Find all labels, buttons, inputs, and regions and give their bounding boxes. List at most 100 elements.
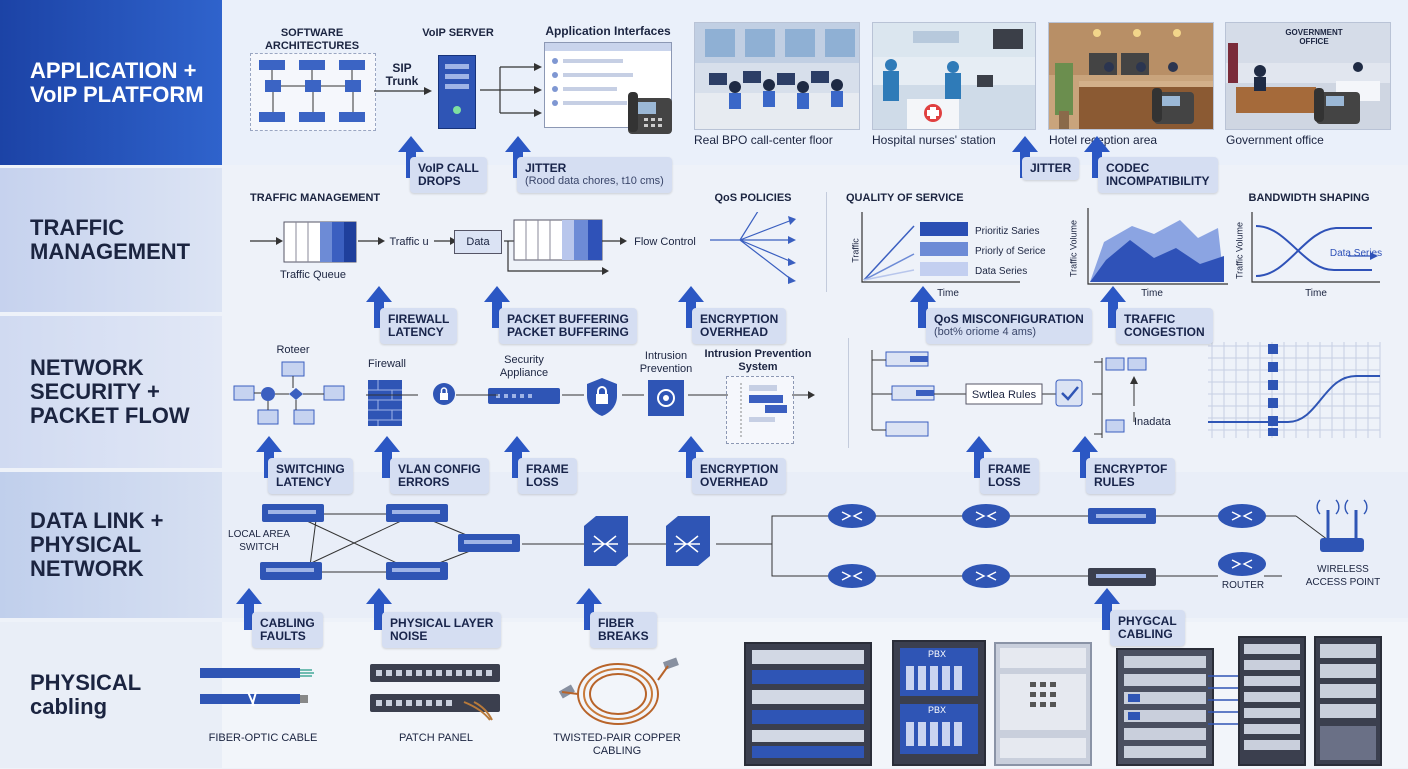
issue-vlan-config-errors: VLAN CONFIG ERRORS: [390, 458, 489, 494]
inadata-label: Inadata: [1134, 416, 1171, 428]
application-interfaces-label: Application Interfaces: [545, 24, 671, 38]
physical-noise-arrow-icon: [366, 588, 392, 630]
server-rack-2: [1238, 636, 1306, 766]
ips-system-panel: [726, 376, 794, 444]
issue-physical-cabling: PHYGCAL CABLING: [1110, 610, 1185, 646]
layer-traffic-label: TRAFFIC MANAGEMENT: [0, 168, 222, 312]
layer-application: APPLICATION + VoIP PLATFORM SOFTWARE ARC…: [0, 0, 1408, 165]
qos-series-2: Priorly of Serice: [975, 246, 1046, 257]
lan-switch-label: LOCAL AREA SWITCH: [228, 529, 290, 553]
qos-misconfig-arrow-icon: [910, 286, 936, 328]
wap-label: WIRELESS ACCESS POINT: [1305, 564, 1381, 588]
data-box: Data: [454, 230, 502, 254]
issue-switching-latency: SWITCHING LATENCY: [268, 458, 353, 494]
flow-control-label: Flow Control: [634, 236, 696, 248]
qos-bar-2: [920, 242, 968, 256]
grid-curve-chart: [1208, 342, 1381, 438]
qos-policies-fan-icon: [710, 212, 796, 284]
issue-jitter-app: JITTER(Rood data chores, t10 cms): [517, 157, 672, 193]
issue-voip-call-drops: VoIP CALL DROPS: [410, 157, 487, 193]
issue-encryptof-rules: ENCRYPTOF RULES: [1086, 458, 1176, 494]
patch-panel-icon: [370, 664, 500, 721]
qos-series-3: Data Series: [975, 266, 1028, 277]
roteer-label: Roteer: [276, 344, 310, 356]
bandwidth-series-label: Data Series: [1329, 248, 1383, 259]
traffic-congestion-arrow-icon: [1100, 286, 1126, 328]
data-box-label: Data: [466, 236, 490, 248]
router-1: [828, 504, 876, 528]
layer-traffic: TRAFFIC MANAGEMENT TRAFFIC MANAGEMENT Tr…: [0, 168, 1408, 312]
codec-arrow-icon: [1084, 136, 1110, 178]
issue-traffic-congestion: TRAFFIC CONGESTION: [1116, 308, 1213, 344]
qos-bar-1: [920, 222, 968, 236]
security-flow-line: [366, 391, 815, 399]
layer-security-body: Roteer Firewall Security Appliance Intru…: [222, 316, 1408, 468]
pbx-label-2: PBX: [927, 705, 946, 715]
layer-security-label: NETWORK SECURITY + PACKET FLOW: [0, 316, 222, 468]
core-switches-diagram: [522, 516, 722, 566]
layer-physical: PHYSICAL cabling FIBER-OPTIC CABLE PATCH…: [0, 622, 1408, 768]
gov-desk-phone-icon: [1312, 86, 1362, 126]
architecture-blocks-icon: [259, 60, 365, 122]
core-switch-1: [584, 516, 628, 566]
issue-jitter-app-title: JITTER: [525, 161, 567, 175]
issue-encryption-overhead-security: ENCRYPTION OVERHEAD: [692, 458, 787, 494]
layer-traffic-title: TRAFFIC MANAGEMENT: [30, 215, 191, 264]
layer-application-body: SOFTWARE ARCHITECTURES SIP Trunk VoIP SE…: [222, 0, 1408, 165]
issue-physical-layer-noise: PHYSICAL LAYER NOISE: [382, 612, 502, 648]
qos-series-1: Prioritiz Saries: [975, 226, 1040, 237]
voip-server-label: VoIP SERVER: [422, 27, 494, 39]
twisted-pair-cable-icon: [558, 657, 679, 725]
issue-qos-sub: (bot% oriome 4 ams): [934, 326, 1037, 338]
switched-rules-diagram: [871, 350, 1147, 438]
photo-hospital-caption: Hospital nurses' station: [872, 133, 996, 147]
photo-government-caption: Government office: [1226, 133, 1324, 147]
router-network-diagram: [716, 499, 1368, 588]
router-topology-icon: [233, 361, 345, 425]
core-switch-2: [666, 516, 710, 566]
router-4: [962, 564, 1010, 588]
server-rack-3: [1314, 636, 1382, 766]
server-rack-1: [744, 642, 872, 766]
volume-chart-xlabel: Time: [1141, 288, 1163, 299]
volume-chart-ylabel: Traffic Volume: [1068, 219, 1079, 278]
bandwidth-chart-ylabel: Traffic Volume: [1234, 221, 1245, 280]
lock-icon: [433, 383, 455, 405]
router-label: ROUTER: [1221, 580, 1265, 591]
firewall-latency-arrow-icon: [366, 286, 392, 328]
issue-qos-title: QoS MISCONFIGURATION: [934, 312, 1084, 326]
interface-fanout-arrows-icon: [480, 63, 542, 117]
layer-application-title: APPLICATION + VoIP PLATFORM: [30, 57, 204, 107]
intrusion-prevention-icon: [648, 380, 684, 416]
encryptof-rules-arrow-icon: [1072, 436, 1098, 478]
volume-area-chart: [1087, 208, 1228, 285]
layer-datalink-body: LOCAL AREA SWITCH: [222, 472, 1408, 618]
photo-hotel-caption: Hotel reception area: [1049, 133, 1158, 147]
router-5: [1218, 504, 1266, 528]
software-architectures-label: SOFTWARE ARCHITECTURES: [264, 27, 360, 52]
fiber-optic-cable-label: FIBER-OPTIC CABLE: [208, 732, 318, 744]
traffic-u-label: Traffic u: [389, 236, 429, 248]
traffic-queue-label: Traffic Queue: [279, 269, 347, 281]
layer-application-label: APPLICATION + VoIP PLATFORM: [0, 0, 222, 165]
issue-frame-loss-security: FRAME LOSS: [518, 458, 577, 494]
sip-trunk-label: SIP Trunk: [385, 61, 419, 88]
vlan-config-arrow-icon: [374, 436, 400, 478]
security-appliance-label: Security Appliance: [499, 354, 549, 379]
desk-phone-icon: [624, 90, 676, 136]
traffic-management-label: TRAFFIC MANAGEMENT: [250, 192, 381, 204]
traffic-queue-diagram: [250, 219, 627, 275]
issue-fiber-breaks: FIBER BREAKS: [590, 612, 657, 648]
photo-hospital-nurses-station: [872, 22, 1036, 130]
qos-chart: [861, 212, 1020, 283]
bandwidth-shaping-chart: [1251, 212, 1380, 283]
rack-cabling-lines: [1208, 675, 1238, 725]
bandwidth-chart-xlabel: Time: [1305, 288, 1327, 299]
pbx-rack: [892, 640, 986, 766]
voip-server-icon: [438, 55, 476, 129]
packet-buffering-arrow-icon: [484, 286, 510, 328]
layer-physical-label: PHYSICAL cabling: [0, 622, 222, 768]
layer-physical-title: PHYSICAL cabling: [30, 670, 142, 719]
firewall-icon: [368, 380, 402, 426]
router-3: [962, 504, 1010, 528]
